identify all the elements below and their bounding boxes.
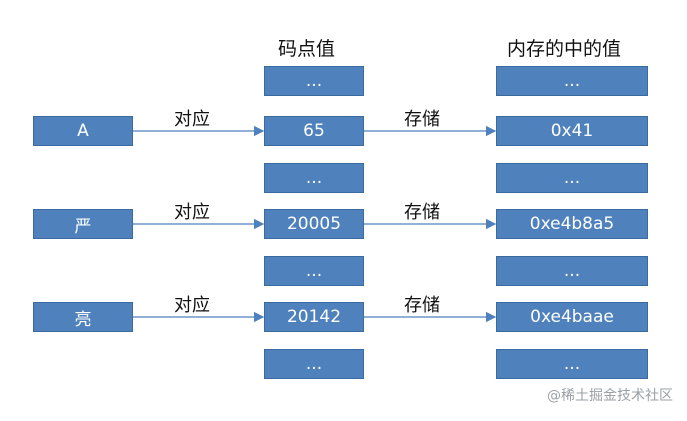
memory-ellipsis-box: ... [496, 349, 648, 379]
memory-box: 0xe4b8a5 [496, 209, 648, 239]
watermark: @稀土掘金技术社区 [547, 388, 673, 404]
codepoint-box: 20005 [264, 209, 364, 239]
memory-box: 0xe4baae [496, 302, 648, 332]
memory-ellipsis-box: ... [496, 256, 648, 286]
corresponds-label-2: 对应 [174, 202, 210, 223]
memory-ellipsis-box: ... [496, 163, 648, 193]
codepoint-box: 65 [264, 116, 364, 146]
char-box: A [33, 116, 133, 146]
code-point-header: 码点值 [278, 38, 336, 60]
stored-label-2: 存储 [404, 202, 440, 223]
stored-label-3: 存储 [404, 295, 440, 316]
memory-value-header: 内存的中的值 [507, 38, 622, 60]
codepoint-ellipsis-box: ... [264, 163, 364, 193]
memory-ellipsis-box: ... [496, 66, 648, 96]
codepoint-ellipsis-box: ... [264, 256, 364, 286]
codepoint-ellipsis-box: ... [264, 349, 364, 379]
codepoint-ellipsis-box: ... [264, 66, 364, 96]
corresponds-label-3: 对应 [174, 295, 210, 316]
codepoint-box: 20142 [264, 302, 364, 332]
stored-label-1: 存储 [404, 109, 440, 130]
memory-box: 0x41 [496, 116, 648, 146]
corresponds-label-1: 对应 [174, 109, 210, 130]
char-box: 亮 [33, 302, 133, 332]
char-box: 严 [33, 209, 133, 239]
